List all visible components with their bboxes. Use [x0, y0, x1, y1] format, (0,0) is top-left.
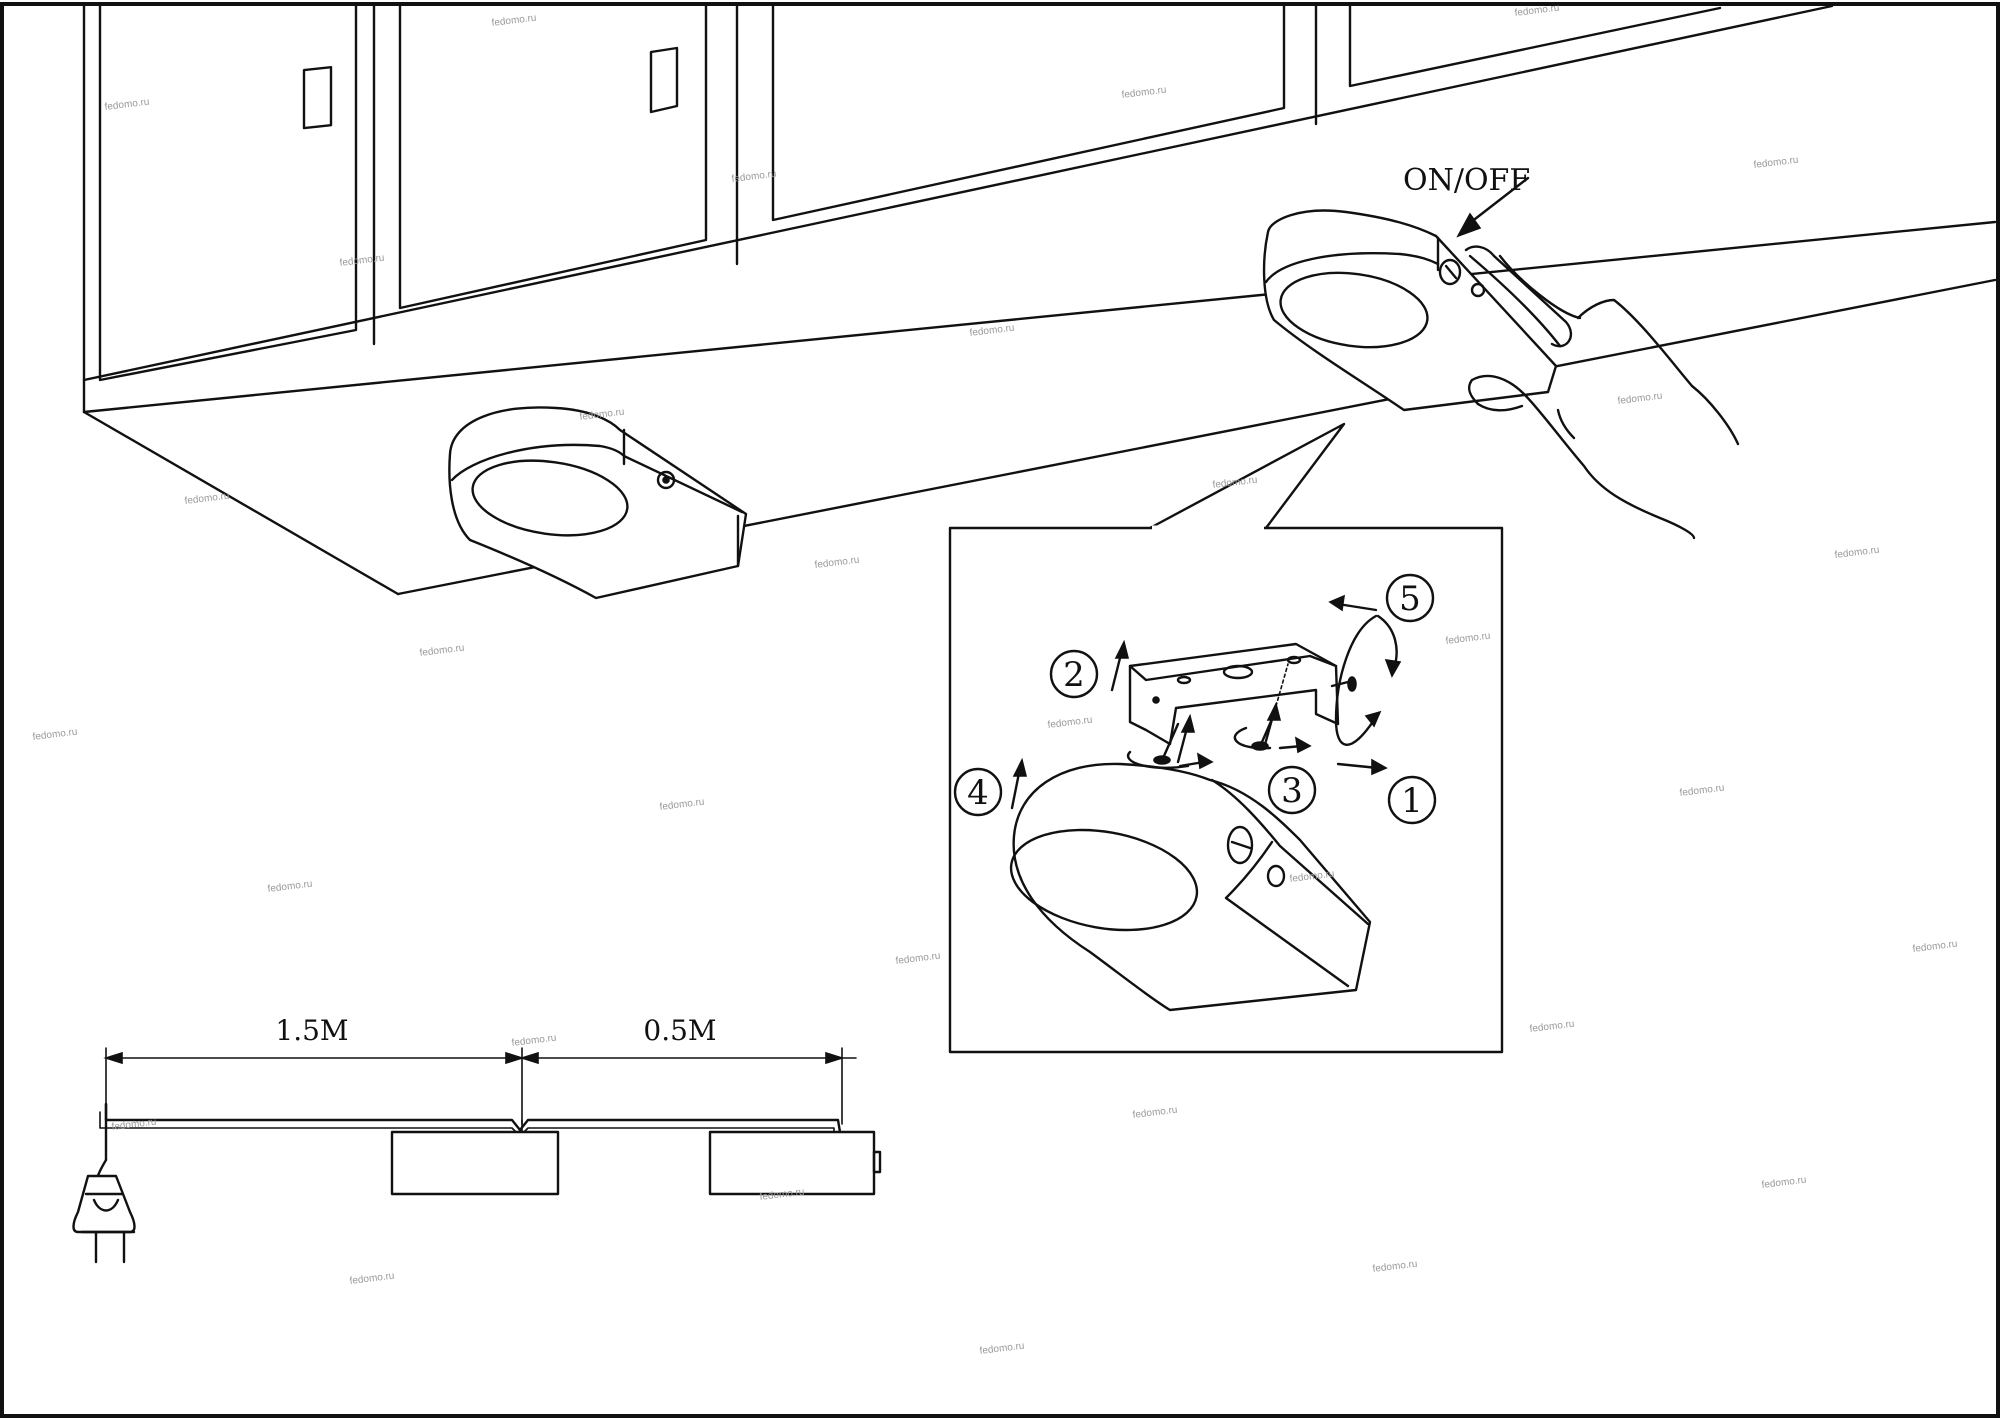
- watermark-text: fedomo.ru: [895, 951, 941, 967]
- watermarks: fedomo.ru fedomo.ru fedomo.ru fedomo.ru fedo…: [32, 3, 1958, 1357]
- step-2-label: 2: [1063, 655, 1085, 695]
- watermark-text: fedomo.ru: [731, 169, 777, 185]
- step-marker-3: 3: [1267, 765, 1317, 815]
- watermark-text: fedomo.ru: [1289, 869, 1335, 885]
- watermark-text: fedomo.ru: [111, 1117, 157, 1133]
- detail-arrows: [1010, 594, 1402, 810]
- watermark-text: fedomo.ru: [1445, 631, 1491, 647]
- watermark-text: fedomo.ru: [579, 407, 625, 423]
- watermark-text: fedomo.ru: [184, 491, 230, 507]
- hand: [1464, 245, 1740, 540]
- cable-length-long: 1.5M: [275, 1014, 348, 1047]
- step-marker-1: 1: [1387, 775, 1437, 825]
- wall-cabinets: [82, 4, 1997, 596]
- watermark-text: fedomo.ru: [104, 97, 150, 113]
- watermark-text: fedomo.ru: [979, 1341, 1025, 1357]
- on-off-label: ON/OFF: [1403, 163, 1530, 198]
- step-marker-5: 5: [1385, 573, 1435, 623]
- step-1-label: 1: [1401, 781, 1423, 821]
- on-off-arrow: [1456, 176, 1530, 238]
- watermark-text: fedomo.ru: [969, 323, 1015, 339]
- watermark-text: fedomo.ru: [659, 797, 705, 813]
- cable-dimension-diagram: 1.5M 0.5M: [72, 1014, 882, 1264]
- watermark-text: fedomo.ru: [32, 727, 78, 743]
- detail-light-body: [1009, 762, 1372, 1012]
- watermark-text: fedomo.ru: [511, 1033, 557, 1049]
- watermark-text: fedomo.ru: [1121, 85, 1167, 101]
- detail-screw-left: [1126, 722, 1190, 770]
- step-4-label: 4: [967, 773, 989, 813]
- watermark-text: fedomo.ru: [491, 13, 537, 29]
- watermark-text: fedomo.ru: [1761, 1175, 1807, 1191]
- step-5-label: 5: [1399, 579, 1421, 619]
- cable-length-short: 0.5M: [643, 1014, 716, 1047]
- watermark-text: fedomo.ru: [1753, 155, 1799, 171]
- watermark-text: fedomo.ru: [1212, 475, 1258, 491]
- watermark-text: fedomo.ru: [419, 643, 465, 659]
- power-plug: [72, 1158, 136, 1264]
- watermark-text: fedomo.ru: [1047, 715, 1093, 731]
- watermark-text: fedomo.ru: [1372, 1259, 1418, 1275]
- step-marker-2: 2: [1049, 649, 1099, 699]
- step-marker-4: 4: [953, 767, 1003, 817]
- watermark-text: fedomo.ru: [1679, 783, 1725, 799]
- watermark-text: fedomo.ru: [759, 1187, 805, 1203]
- watermark-text: fedomo.ru: [1529, 1019, 1575, 1035]
- watermark-text: fedomo.ru: [267, 879, 313, 895]
- cabinet-light-left: [448, 406, 748, 600]
- watermark-text: fedomo.ru: [1617, 391, 1663, 407]
- cabinet-light-right: [1262, 209, 1558, 412]
- watermark-text: fedomo.ru: [1132, 1105, 1178, 1121]
- watermark-text: fedomo.ru: [339, 253, 385, 269]
- watermark-text: fedomo.ru: [1514, 3, 1560, 19]
- watermark-text: fedomo.ru: [349, 1271, 395, 1287]
- step-3-label: 3: [1281, 771, 1303, 811]
- watermark-text: fedomo.ru: [814, 555, 860, 571]
- watermark-text: fedomo.ru: [1834, 545, 1880, 561]
- watermark-text: fedomo.ru: [1912, 939, 1958, 955]
